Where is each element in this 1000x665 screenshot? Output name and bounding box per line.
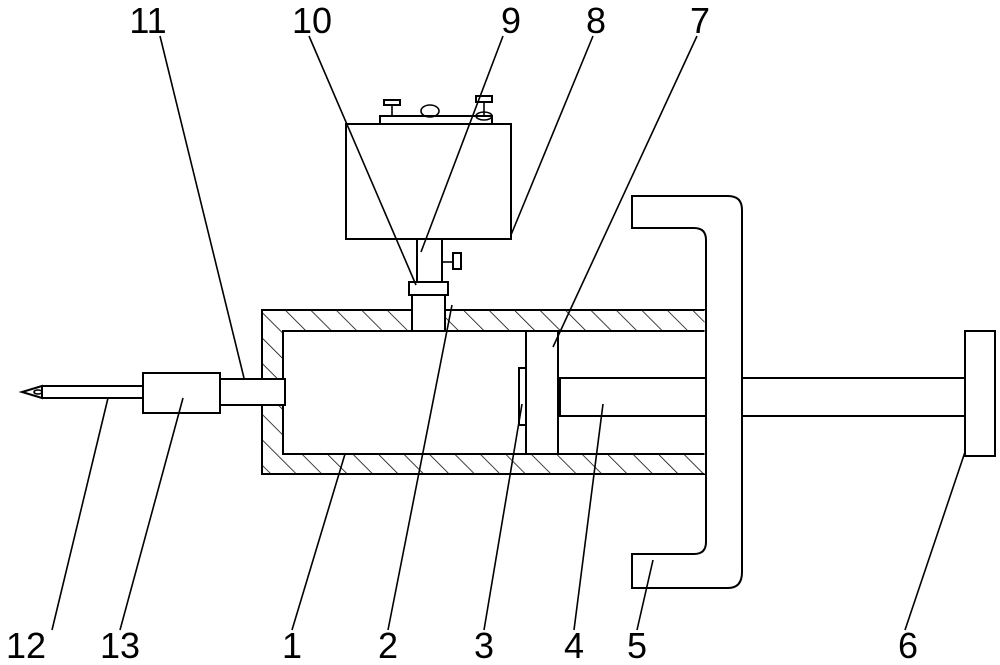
callout-1: 1 xyxy=(282,625,302,665)
seal-ring xyxy=(518,367,527,426)
feed-tube xyxy=(416,238,443,290)
callout-13: 13 xyxy=(100,625,140,665)
lid-details xyxy=(378,95,500,125)
feed-tube-lower xyxy=(411,294,446,332)
medicine-box xyxy=(345,123,512,240)
needle-connector xyxy=(142,372,221,414)
finger-grip xyxy=(631,195,743,589)
callout-12: 12 xyxy=(6,625,46,665)
valve-knob xyxy=(452,252,462,270)
callout-7: 7 xyxy=(690,0,710,41)
callout-5: 5 xyxy=(627,625,647,665)
piston xyxy=(525,330,559,455)
thumb-plate xyxy=(964,330,996,457)
callout-11: 11 xyxy=(129,0,166,41)
callout-8: 8 xyxy=(586,0,606,41)
callout-2: 2 xyxy=(378,625,398,665)
callout-4: 4 xyxy=(564,625,584,665)
plunger-rod xyxy=(559,377,966,417)
callout-3: 3 xyxy=(474,625,494,665)
callout-9: 9 xyxy=(501,0,521,41)
callout-6: 6 xyxy=(898,625,918,665)
callout-10: 10 xyxy=(292,0,332,41)
nozzle-tube xyxy=(219,378,286,406)
needle xyxy=(18,384,144,400)
leader-lines xyxy=(51,35,966,631)
